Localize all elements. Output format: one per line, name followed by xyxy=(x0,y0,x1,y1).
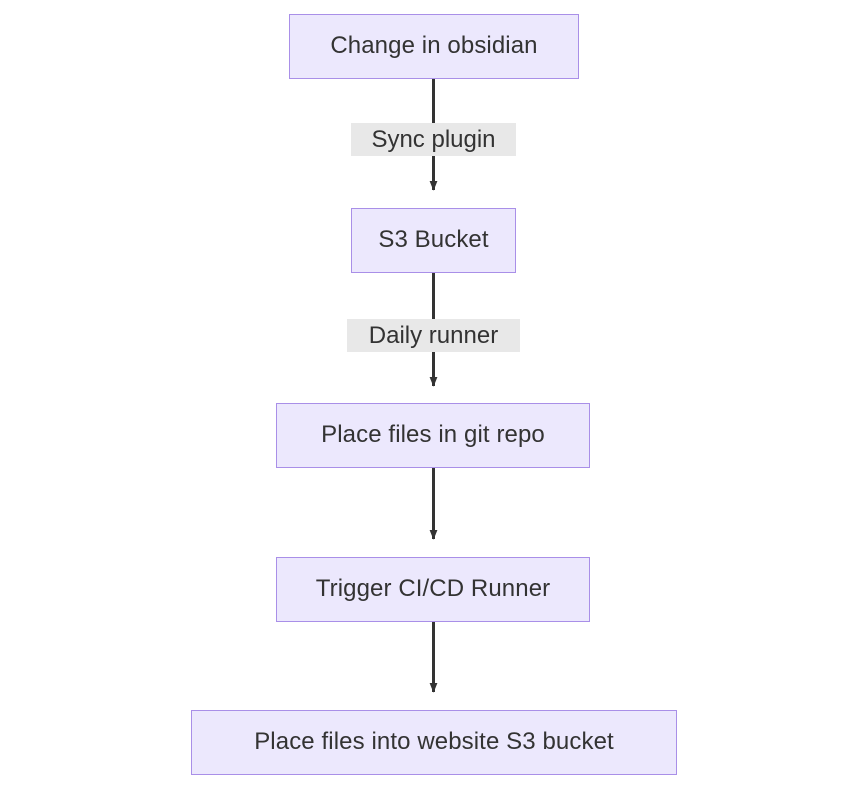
node-trigger-ci-cd-runner[interactable]: Trigger CI/CD Runner xyxy=(276,557,590,622)
node-label: Trigger CI/CD Runner xyxy=(315,575,551,603)
edge-label-text: Sync plugin xyxy=(371,125,496,153)
edge-label-daily-runner: Daily runner xyxy=(347,319,520,352)
node-s3-bucket[interactable]: S3 Bucket xyxy=(351,208,516,273)
node-label: S3 Bucket xyxy=(378,226,489,254)
node-place-files-into-website-s3-bucket[interactable]: Place files into website S3 bucket xyxy=(191,710,677,775)
node-label: Place files in git repo xyxy=(321,421,545,449)
node-change-in-obsidian[interactable]: Change in obsidian xyxy=(289,14,579,79)
node-place-files-in-git-repo[interactable]: Place files in git repo xyxy=(276,403,590,468)
node-label: Place files into website S3 bucket xyxy=(254,728,614,756)
edge-label-text: Daily runner xyxy=(368,321,499,349)
node-label: Change in obsidian xyxy=(330,32,538,60)
edge-label-sync-plugin: Sync plugin xyxy=(351,123,516,156)
